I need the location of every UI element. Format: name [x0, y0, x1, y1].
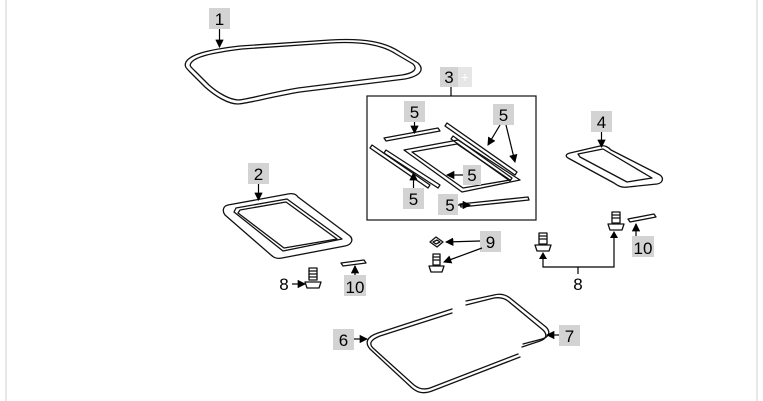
strip-left-long: [369, 144, 431, 189]
callout-5b-leader-1: [487, 124, 501, 146]
strip-top-left: [383, 127, 441, 142]
callout-5b: 5: [487, 104, 518, 164]
callout-5c-label: 5: [467, 166, 476, 185]
part-7-seal-corner[interactable]: [465, 293, 550, 348]
callout-9: 9: [443, 231, 501, 264]
part-2-sunshade-frame[interactable]: [222, 192, 353, 260]
callout-5c-box: [463, 165, 481, 185]
callout-5d-label: 5: [409, 190, 418, 209]
callout-8-right-arrow-b: [610, 231, 618, 238]
callout-8-right-bracket: [542, 233, 615, 268]
callout-7: 7: [545, 325, 580, 346]
callout-2-box: [248, 163, 269, 184]
callout-9-leader-b: [443, 247, 483, 264]
callout-8-left: 8: [279, 275, 307, 294]
callout-6-label: 6: [339, 331, 348, 350]
part-8-bolt-right[interactable]: [607, 211, 625, 231]
callout-2-label: 2: [254, 165, 263, 184]
inset-glass-panel: [403, 139, 521, 193]
part-4-deflector[interactable]: [565, 145, 664, 188]
callout-5e: 5: [438, 194, 472, 215]
callout-4: 4: [591, 111, 612, 149]
callout-3: 3 +: [440, 67, 472, 96]
callout-6-box: [333, 329, 354, 350]
callout-10-right: 10: [631, 222, 654, 258]
callout-3-plus-mark: +: [461, 69, 469, 85]
part-10-plate-right[interactable]: [627, 213, 657, 223]
callout-10-left-box: [344, 275, 366, 296]
callout-5a-label: 5: [410, 103, 419, 122]
callout-7-box: [559, 325, 580, 346]
callout-5a: 5: [404, 101, 425, 135]
part-1-glass-panel[interactable]: [184, 38, 422, 105]
strip-right-inner: [450, 135, 513, 182]
callout-9-box: [480, 231, 501, 252]
callout-8-left-label: 8: [279, 275, 288, 294]
callout-5b-box: [493, 104, 514, 125]
callout-8-right: 8: [539, 231, 618, 294]
callout-5e-label: 5: [445, 196, 454, 215]
callout-5e-box: [438, 194, 458, 215]
part-9-clip[interactable]: [429, 236, 444, 248]
callout-1-box: [209, 8, 230, 29]
callout-10-right-label: 10: [634, 239, 653, 258]
callout-4-box: [591, 111, 612, 132]
callout-2: 2: [248, 163, 269, 202]
callout-10-left-label: 10: [346, 278, 365, 297]
strip-left-inner: [383, 149, 441, 189]
callout-5d: 5: [403, 171, 424, 209]
callout-5b-label: 5: [499, 106, 508, 125]
callout-9-leader-a: [444, 237, 481, 246]
callout-9-label: 9: [486, 233, 495, 252]
strip-right-long: [444, 122, 518, 176]
callout-6: 6: [333, 329, 369, 350]
callout-7-label: 7: [565, 327, 574, 346]
callout-5c: 5: [445, 165, 481, 185]
part-9-screw[interactable]: [428, 253, 445, 273]
callout-5d-box: [403, 188, 424, 209]
callout-1-label: 1: [215, 10, 224, 29]
callout-8-right-arrow-a: [539, 252, 547, 259]
callout-5b-leader-2: [505, 124, 518, 164]
strip-bottom: [459, 196, 530, 208]
part-8-bolt-left[interactable]: [304, 267, 322, 289]
callout-10-left: 10: [344, 264, 366, 297]
callout-4-label: 4: [597, 113, 606, 132]
part-10-plate-left[interactable]: [340, 259, 367, 267]
callout-3-label: 3: [444, 68, 453, 87]
callout-3-extra-box: [458, 67, 472, 87]
part-6-seal-frame[interactable]: [366, 308, 521, 394]
callout-8-right-label: 8: [573, 275, 582, 294]
callout-10-right-box: [632, 236, 654, 257]
callout-5a-box: [404, 101, 425, 122]
callout-3-box: [440, 67, 458, 87]
part-8-bolt-middle[interactable]: [534, 232, 552, 252]
callout-1: 1: [209, 8, 230, 49]
